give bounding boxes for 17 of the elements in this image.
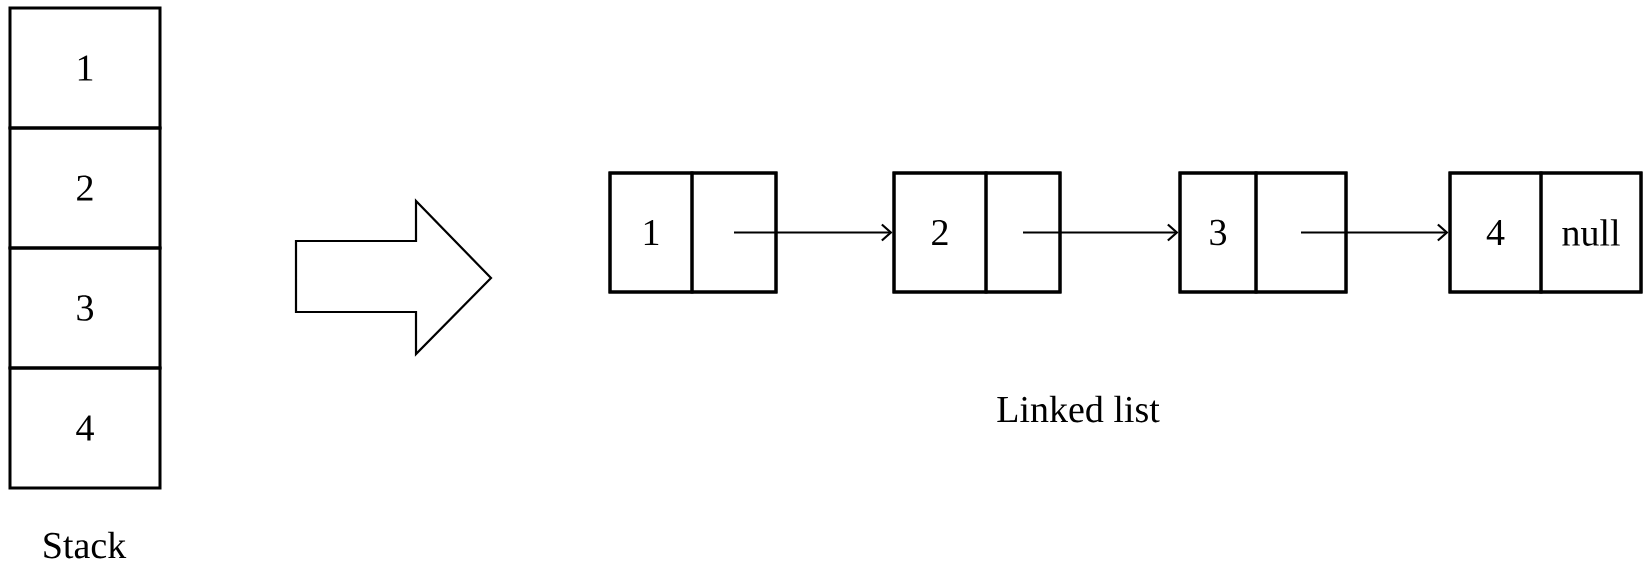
stack-cell: 3: [8, 246, 162, 370]
pointer-cell: [690, 171, 778, 294]
stack-cell: 2: [8, 126, 162, 250]
arrow: [734, 223, 893, 242]
arrow: [1023, 223, 1179, 242]
data-cell: 2: [892, 171, 988, 294]
pointer-cell: [984, 171, 1062, 294]
data-cell: 4: [1448, 171, 1543, 294]
data-cell: 1: [608, 171, 694, 294]
caption-label: Linked list: [997, 395, 1160, 423]
data-cell: null: [1539, 171, 1643, 294]
data-cell: 3: [1178, 171, 1258, 294]
arrow: [1301, 223, 1449, 242]
stack-cell: 1: [8, 6, 162, 130]
stack-cell: 4: [8, 366, 162, 490]
pointer-cell: [1254, 171, 1348, 294]
caption-label: Stack: [44, 531, 127, 559]
